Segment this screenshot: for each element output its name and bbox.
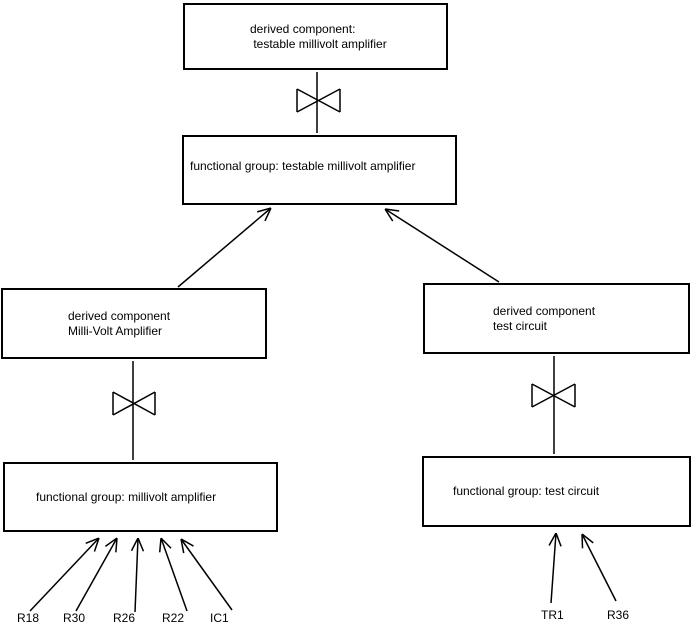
bowtie-icon-left [112,391,156,416]
part-arrow-r36 [582,534,617,602]
part-label-r26: R26 [113,611,136,625]
box-derived-test-circuit: derived component test circuit [423,283,690,354]
box-derived-test-line1: derived component [493,303,596,318]
part-arrow-r26 [135,538,138,613]
part-arrow-r22 [161,538,188,612]
generalization-arrow-left [177,208,271,288]
box-derived-testable-mva: derived component: testable millivolt am… [183,3,448,70]
box-fg-mva-label: functional group: millivolt amplifier [36,489,217,504]
part-label-r22: R22 [162,611,185,625]
bowtie-icon-right [531,383,576,408]
box-functional-group-testable-mva: functional group: testable millivolt amp… [182,135,457,205]
part-label-ic1: IC1 [210,611,229,625]
part-label-r30: R30 [63,611,86,625]
generalization-arrow-right [385,209,500,283]
part-arrow-tr1 [551,533,556,604]
part-arrow-r18 [29,538,99,612]
box-fg-testable-label: functional group: testable millivolt amp… [190,158,416,173]
box-derived-test-line2: test circuit [493,318,548,333]
box-functional-group-millivolt-amplifier: functional group: millivolt amplifier [3,462,278,532]
part-label-r18: R18 [17,611,40,625]
bowtie-icon-top [296,88,341,113]
box-derived-testable-line2: testable millivolt amplifier [250,36,387,51]
part-arrow-r30 [75,538,117,612]
box-derived-mva-line1: derived component [68,308,171,323]
box-derived-mva-line2: Milli-Volt Amplifier [68,323,163,338]
box-fg-test-label: functional group: test circuit [453,484,600,498]
part-label-r36: R36 [607,608,630,622]
box-derived-milli-volt-amplifier: derived component Milli-Volt Amplifier [1,288,267,359]
part-label-tr1: TR1 [541,608,564,622]
box-functional-group-test-circuit: functional group: test circuit [422,456,691,527]
box-derived-testable-line1: derived component: [250,21,356,36]
part-arrow-ic1 [181,539,233,611]
